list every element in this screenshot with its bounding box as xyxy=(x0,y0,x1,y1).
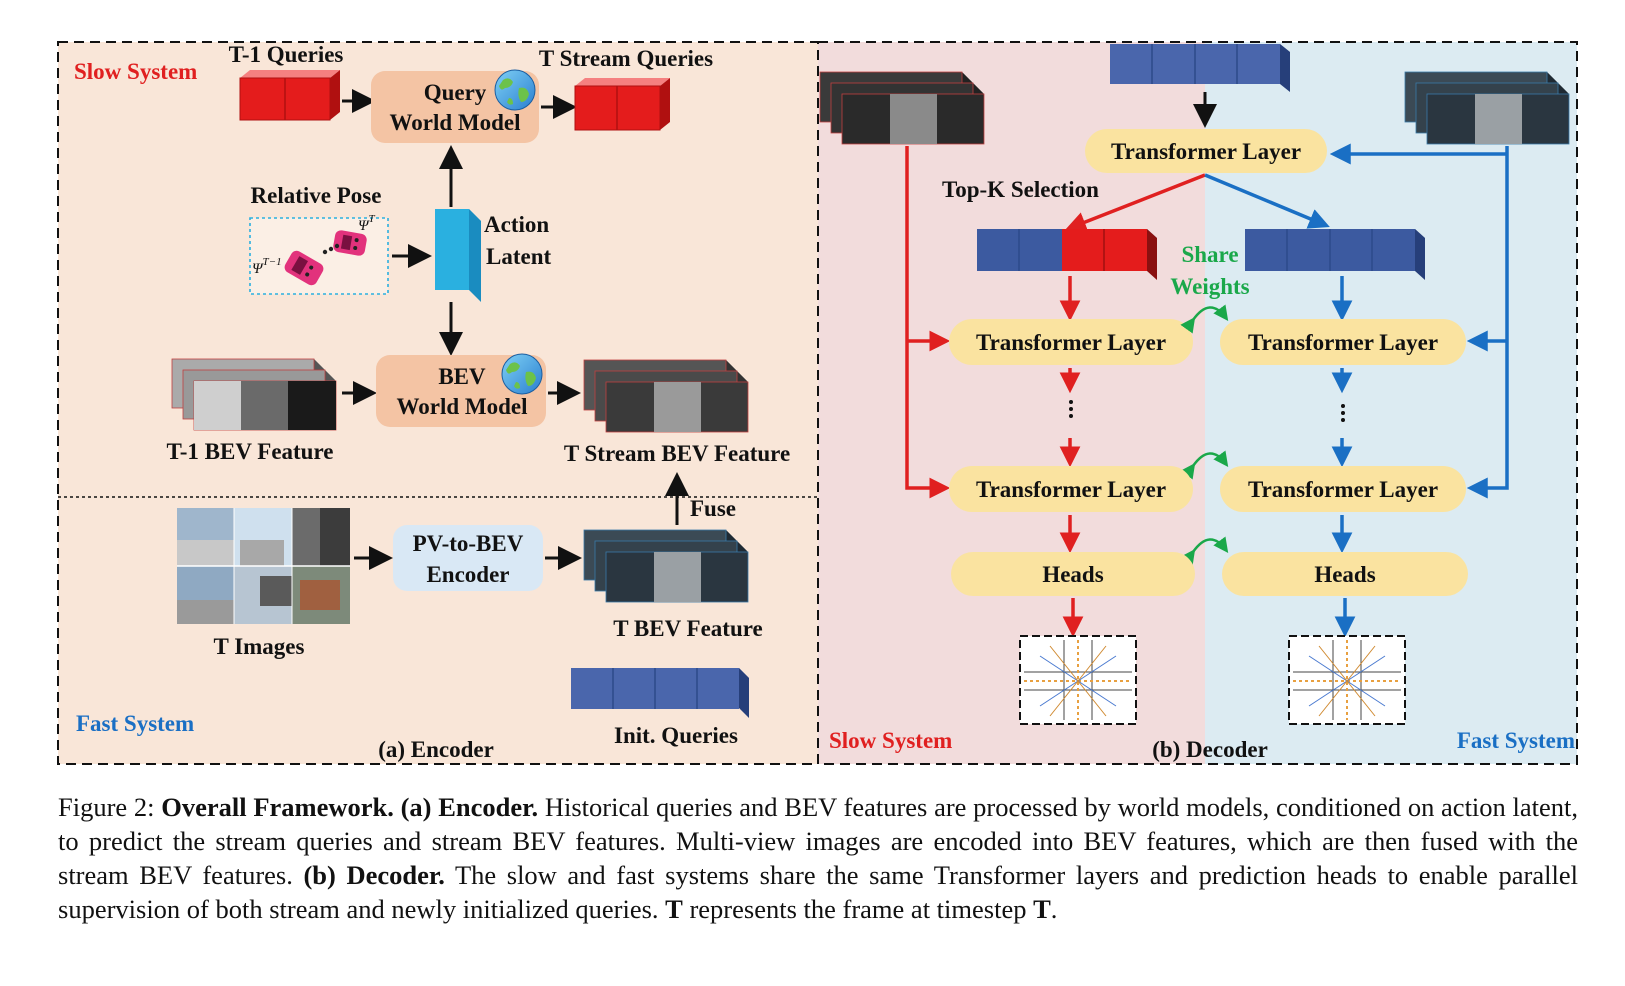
caption-period: . xyxy=(1050,894,1058,924)
fast-heads xyxy=(1222,552,1468,596)
fast-transformer-layer-1-label: Transformer Layer xyxy=(1248,330,1438,355)
camera-image xyxy=(177,508,350,624)
arrow-topk-fast xyxy=(1204,173,1330,229)
svg-text:ΨT: ΨT xyxy=(358,213,376,234)
caption-lead: Figure 2: xyxy=(58,792,155,822)
pv-to-bev-label-1: PV-to-BEV xyxy=(413,531,524,556)
bev-world-model-label-2: World Model xyxy=(397,394,528,419)
decoder-init-queries xyxy=(1110,44,1290,92)
map-thumbnail xyxy=(1288,635,1406,725)
figure-caption: Figure 2: Overall Framework. (a) Encoder… xyxy=(58,790,1578,926)
slow-heads-label: Heads xyxy=(1042,562,1103,587)
relative-pose-box xyxy=(249,217,389,295)
prev-queries-block xyxy=(239,70,340,121)
slow-transformer-layer-n-label: Transformer Layer xyxy=(976,477,1166,502)
topk-selection-label: Top-K Selection xyxy=(942,177,1099,202)
prev-bev-feature-block xyxy=(171,358,337,431)
top-transformer-layer-label: Transformer Layer xyxy=(1111,139,1301,164)
pose-cur-symbol: Ψ xyxy=(358,218,370,234)
bev-world-model-label-1: BEV xyxy=(438,364,486,389)
caption-bold-encoder: (a) Encoder. xyxy=(400,792,539,822)
caption-timestep-text: represents the frame at timestep xyxy=(689,894,1027,924)
globe-icon xyxy=(501,353,543,395)
caption-encoder-text: Historical queries and BEV features are … xyxy=(58,792,1578,890)
top-transformer-layer xyxy=(1085,129,1327,173)
fast-transformer-layer-1 xyxy=(1220,319,1466,365)
pose-prev-superscript: T−1 xyxy=(263,256,282,268)
init-queries-label: Init. Queries xyxy=(614,723,738,748)
caption-bold-t2: T xyxy=(1033,894,1051,924)
fast-transformer-layer-n xyxy=(1220,466,1466,512)
car-icon xyxy=(333,230,367,256)
pose-prev-symbol: Ψ xyxy=(252,261,264,277)
action-latent-label-2: Latent xyxy=(486,244,552,269)
query-world-model-label-1: Query xyxy=(424,80,487,105)
pv-to-bev-encoder-box xyxy=(393,525,543,591)
arrow-slow-bev-to-layer-n xyxy=(905,146,951,499)
stream-bev-feature-block xyxy=(583,359,749,433)
stream-bev-feature-label: T Stream BEV Feature xyxy=(564,441,790,466)
bev-feature-block xyxy=(583,529,749,603)
decoder-slow-system-label: Slow System xyxy=(829,728,952,753)
fast-heads-label: Heads xyxy=(1314,562,1375,587)
decoder-bev-right xyxy=(1404,71,1570,145)
encoder-fast-system-label: Fast System xyxy=(76,711,194,736)
decoder-fast-system-label: Fast System xyxy=(1457,728,1575,753)
arrow-fast-bev-to-layer-n xyxy=(1466,146,1509,499)
decoder-bev-left xyxy=(819,71,985,145)
car-icon xyxy=(284,250,324,286)
decoder-panel-title: (b) Decoder xyxy=(1152,737,1268,762)
slow-transformer-layer-1 xyxy=(949,319,1193,365)
decoder-panel: Slow System Fast System (b) Decoder xyxy=(817,41,1578,765)
caption-decoder-text: The slow and fast systems share the same… xyxy=(58,860,1578,924)
prev-queries-label: T-1 Queries xyxy=(229,42,344,67)
prev-bev-feature-label: T-1 BEV Feature xyxy=(167,439,334,464)
share-weights-label-1: Share xyxy=(1181,242,1238,267)
caption-bold-framework: Overall Framework. xyxy=(161,792,394,822)
share-weights-label-2: Weights xyxy=(1170,274,1249,299)
fast-init-queries xyxy=(1245,229,1425,280)
slow-transformer-layer-1-label: Transformer Layer xyxy=(976,330,1166,355)
encoder-panel: Slow System Fast System (a) Encoder T-1 … xyxy=(57,41,819,765)
globe-icon xyxy=(494,69,536,111)
slow-mixed-queries xyxy=(977,229,1157,280)
action-latent-block xyxy=(435,209,481,302)
pose-cur-superscript: T xyxy=(369,213,376,225)
slow-heads xyxy=(951,552,1195,596)
pv-to-bev-label-2: Encoder xyxy=(426,562,509,587)
stream-queries-block xyxy=(574,78,670,131)
caption-bold-t: T xyxy=(665,894,683,924)
encoder-slow-system-label: Slow System xyxy=(74,59,197,84)
bev-feature-label: T BEV Feature xyxy=(613,616,763,641)
action-latent-label-1: Action xyxy=(484,212,549,237)
init-queries-block xyxy=(571,668,749,718)
fuse-label: Fuse xyxy=(690,496,736,521)
fast-transformer-layer-n-label: Transformer Layer xyxy=(1248,477,1438,502)
relative-pose-label: Relative Pose xyxy=(251,183,382,208)
encoder-panel-title: (a) Encoder xyxy=(378,737,494,762)
share-weights-arc-2 xyxy=(1180,450,1229,480)
stream-queries-label: T Stream Queries xyxy=(539,46,713,71)
share-weights-arc-1 xyxy=(1180,304,1229,334)
slow-transformer-layer-n xyxy=(949,466,1193,512)
query-world-model-label-2: World Model xyxy=(390,110,521,135)
map-thumbnail xyxy=(1019,635,1137,725)
caption-bold-decoder: (b) Decoder. xyxy=(303,860,445,890)
images-label: T Images xyxy=(214,634,305,659)
svg-text:ΨT−1: ΨT−1 xyxy=(252,256,282,277)
share-weights-arc-3 xyxy=(1180,536,1229,566)
arrow-topk-slow xyxy=(1065,173,1206,233)
